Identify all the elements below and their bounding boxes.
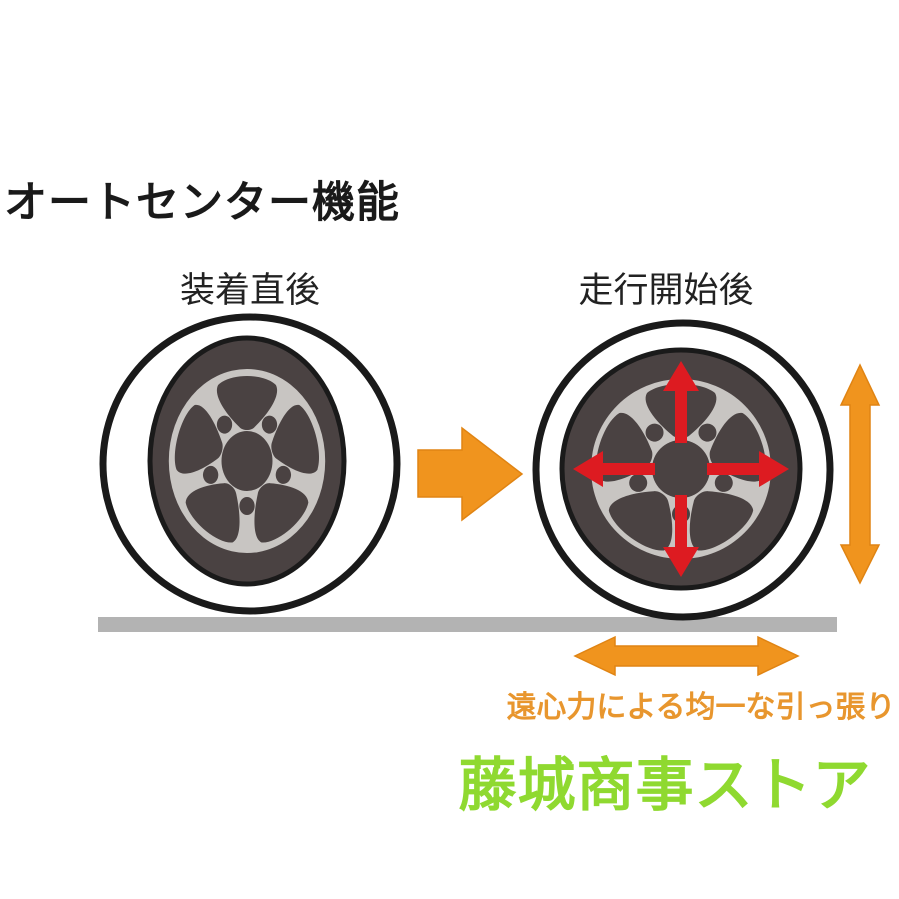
right-wheel-label: 走行開始後: [578, 271, 754, 310]
left-wheel-label: 装着直後: [179, 271, 320, 310]
right-rim: [589, 379, 773, 559]
left-rim: [168, 369, 326, 553]
store-name: 藤城商事ストア: [458, 753, 872, 818]
diagram-title: オートセンター機能: [4, 179, 400, 227]
right-hub: [652, 440, 710, 498]
vertical-expansion-arrow-icon: [839, 363, 881, 585]
left-hub: [221, 431, 273, 491]
ground-line: [98, 617, 837, 632]
right-wheel: [532, 319, 834, 621]
transition-arrow-icon: [417, 426, 524, 522]
caption-centrifugal-pull: 遠心力による均一な引っ張り: [506, 691, 896, 724]
left-wheel: [99, 313, 401, 615]
horizontal-expansion-arrow-icon: [573, 635, 800, 677]
